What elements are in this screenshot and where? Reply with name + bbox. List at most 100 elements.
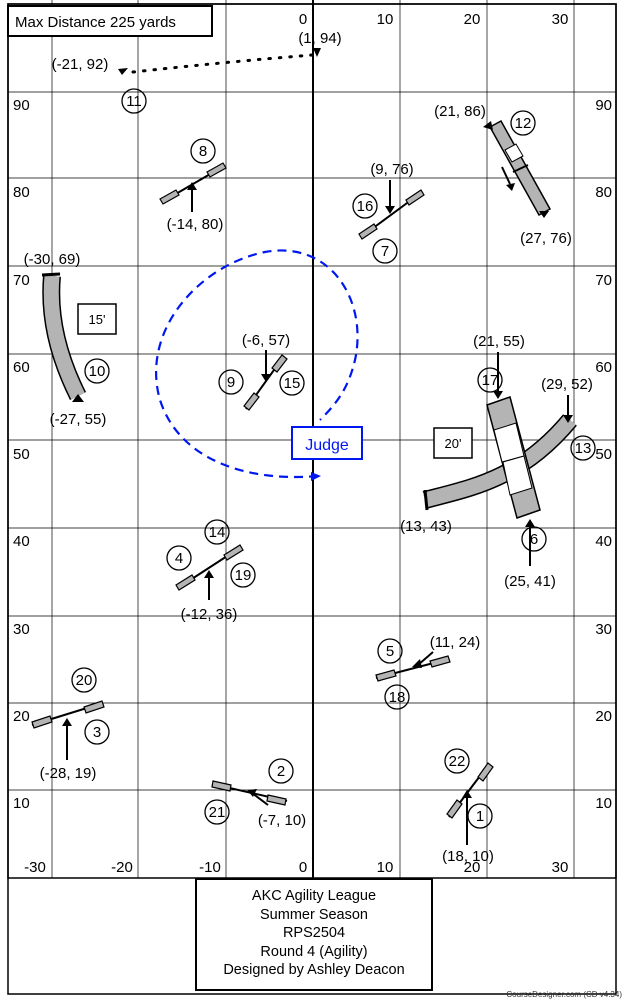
y-tick: 10 bbox=[595, 795, 612, 812]
y-tick: 60 bbox=[13, 359, 30, 376]
coordinate-label: (-30, 69) bbox=[24, 251, 81, 268]
obstacle-number: 11 bbox=[126, 93, 142, 110]
coordinate-label: (9, 76) bbox=[370, 161, 413, 178]
coordinate-label: (-27, 55) bbox=[50, 411, 107, 428]
y-tick: 50 bbox=[595, 446, 612, 463]
y-tick: 80 bbox=[13, 184, 30, 201]
judge-label: Judge bbox=[305, 437, 349, 454]
coordinate-label: (-21, 92) bbox=[52, 56, 109, 73]
obstacle-number: 4 bbox=[175, 550, 183, 567]
coordinate-labels: (1, 94) (-21, 92) (21, 86) (9, 76) (-14,… bbox=[24, 30, 593, 865]
x-tick: 30 bbox=[552, 859, 569, 876]
y-tick: 70 bbox=[595, 272, 612, 289]
obstacle-numbers: 1 2 3 4 5 6 7 8 9 10 11 12 13 14 15 16 1… bbox=[71, 88, 596, 829]
y-tick: 40 bbox=[13, 533, 30, 550]
coordinate-label: (25, 41) bbox=[504, 573, 556, 590]
obstacle-number: 14 bbox=[209, 524, 226, 541]
obstacle-number: 8 bbox=[199, 143, 207, 160]
coordinate-label: (29, 52) bbox=[541, 376, 593, 393]
obstacle-number: 18 bbox=[389, 689, 406, 706]
aframe-contact-white bbox=[502, 455, 533, 496]
obstacle-number: 20 bbox=[76, 672, 93, 689]
x-tick: 10 bbox=[377, 11, 394, 28]
coordinate-label: (-14, 80) bbox=[167, 216, 224, 233]
y-tick: 40 bbox=[595, 533, 612, 550]
teeter-bar bbox=[512, 164, 529, 173]
arrow-icon bbox=[313, 48, 321, 57]
coordinate-label: (-12, 36) bbox=[181, 606, 238, 623]
obstacle-number: 10 bbox=[89, 363, 106, 380]
y-tick: 90 bbox=[595, 97, 612, 114]
x-tick: 20 bbox=[464, 859, 481, 876]
title-line: Round 4 (Agility) bbox=[260, 943, 368, 960]
axis-ticks: -30 -20 -10 0 10 20 30 0 10 20 30 10 20 … bbox=[13, 11, 612, 876]
y-tick: 90 bbox=[13, 97, 30, 114]
obstacle-number: 17 bbox=[482, 372, 499, 389]
dogwalk-contact bbox=[504, 143, 524, 163]
tunnel-13-label: 20' bbox=[445, 436, 462, 451]
x-tick: 10 bbox=[377, 859, 394, 876]
coordinate-label: (18, 10) bbox=[442, 848, 494, 865]
obstacle-number: 5 bbox=[386, 643, 394, 660]
tunnel-10-label-box bbox=[77, 303, 117, 335]
obstacle-number: 2 bbox=[277, 763, 285, 780]
x-tick: 20 bbox=[464, 11, 481, 28]
coordinate-label: (-28, 19) bbox=[40, 765, 97, 782]
coordinate-label: (-7, 10) bbox=[258, 812, 306, 829]
credit-text: CourseDesigner.com (CD v4.34) bbox=[506, 990, 622, 999]
coordinate-label: (13, 43) bbox=[400, 518, 452, 535]
obstacle-number: 13 bbox=[575, 440, 592, 457]
obstacle-number: 19 bbox=[235, 567, 252, 584]
x-tick: -20 bbox=[111, 859, 133, 876]
title-line: AKC Agility League bbox=[251, 888, 377, 904]
x-tick: -30 bbox=[24, 859, 46, 876]
arrow-icon bbox=[118, 68, 128, 75]
max-distance-label: Max Distance 225 yards bbox=[7, 5, 213, 37]
x-tick: 30 bbox=[552, 11, 569, 28]
y-tick: 20 bbox=[595, 708, 612, 725]
y-tick: 60 bbox=[595, 359, 612, 376]
title-line: RPS2504 bbox=[282, 925, 346, 941]
y-tick: 10 bbox=[13, 795, 30, 812]
coordinate-label: (1, 94) bbox=[298, 30, 341, 47]
tunnel-13-label-box bbox=[433, 427, 473, 459]
coordinate-label: (-6, 57) bbox=[242, 332, 290, 349]
title-line: Designed by Ashley Deacon bbox=[223, 962, 405, 978]
x-tick: -10 bbox=[199, 859, 221, 876]
judge-box bbox=[291, 426, 363, 460]
jumps bbox=[31, 162, 494, 819]
coordinate-label: (27, 76) bbox=[520, 230, 572, 247]
y-tick: 20 bbox=[13, 708, 30, 725]
arrow-icon bbox=[72, 394, 84, 402]
coordinate-label: (21, 55) bbox=[473, 333, 525, 350]
title-block: AKC Agility League Summer Season RPS2504… bbox=[195, 878, 433, 991]
obstacle-number: 6 bbox=[530, 531, 538, 548]
tunnel-13-entry bbox=[423, 489, 429, 511]
aframe-contact-white bbox=[493, 422, 525, 463]
obstacle-number: 21 bbox=[209, 804, 226, 821]
x-tick: 0 bbox=[299, 859, 307, 876]
tunnel-10-fill bbox=[43, 275, 85, 400]
obstacle-number: 16 bbox=[357, 198, 374, 215]
x-tick: 0 bbox=[299, 11, 307, 28]
y-tick: 80 bbox=[595, 184, 612, 201]
judge-path bbox=[155, 249, 359, 479]
obstacle-number: 15 bbox=[284, 375, 301, 392]
title-line: Summer Season bbox=[260, 906, 368, 923]
obstacle-number: 7 bbox=[381, 243, 389, 260]
tunnel-13-fill bbox=[423, 415, 576, 508]
dotted-path-11 bbox=[131, 53, 314, 74]
direction-arrows bbox=[62, 121, 573, 845]
tunnel-10-label: 15' bbox=[89, 312, 106, 327]
obstacle-number: 9 bbox=[227, 374, 235, 391]
obstacle-number: 22 bbox=[449, 753, 466, 770]
y-tick: 30 bbox=[13, 621, 30, 638]
obstacle-number: 1 bbox=[476, 808, 484, 825]
outer-border bbox=[7, 3, 617, 995]
y-tick: 50 bbox=[13, 446, 30, 463]
tunnel-10-entry bbox=[41, 272, 61, 277]
coordinate-label: (11, 24) bbox=[430, 634, 481, 651]
judge-arrow-icon bbox=[311, 472, 321, 481]
obstacle-number: 12 bbox=[515, 115, 532, 132]
